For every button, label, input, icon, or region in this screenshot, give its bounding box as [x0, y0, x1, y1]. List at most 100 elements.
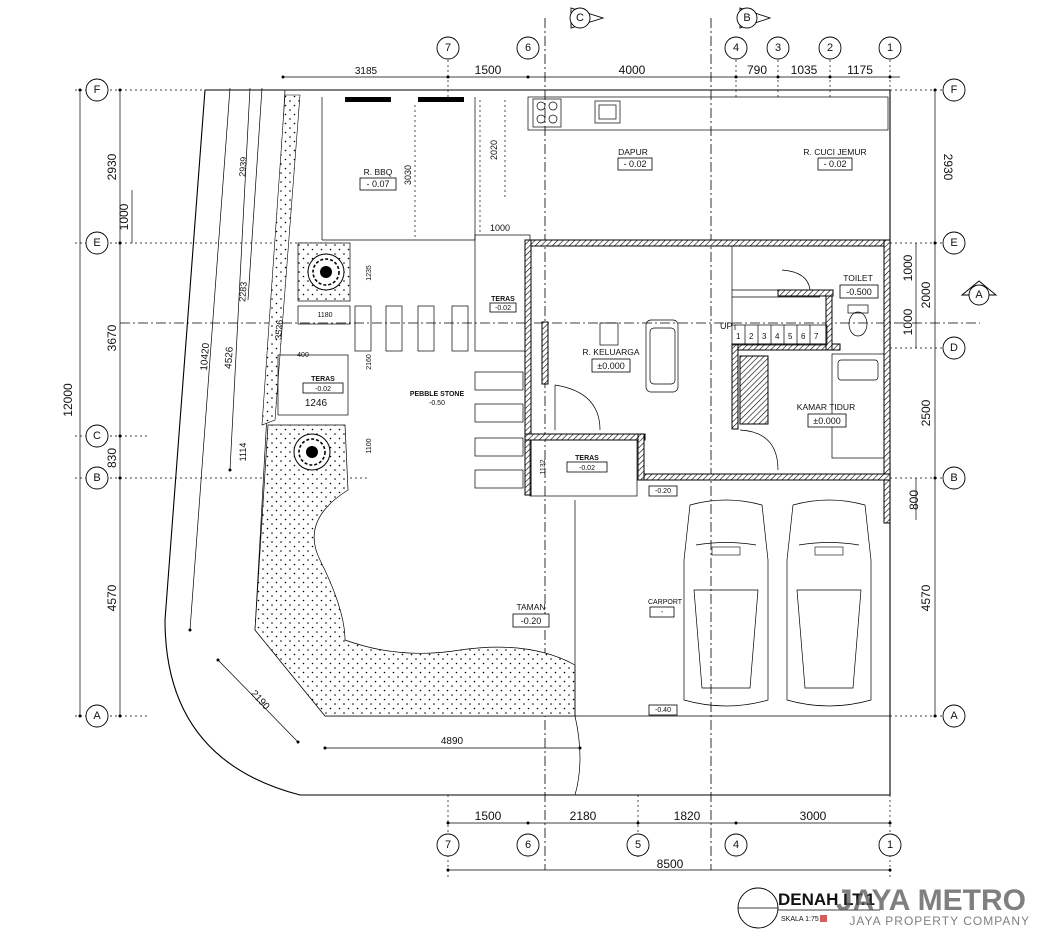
svg-text:1100: 1100	[366, 438, 373, 453]
car-icon	[786, 499, 872, 707]
dim-right-5: 2500	[919, 399, 933, 426]
dim-right-2: 1000	[901, 254, 915, 281]
watermark-logo: JAYA METRO JAYA PROPERTY COMPANY	[820, 884, 1030, 928]
svg-text:-0.02: -0.02	[315, 386, 331, 393]
svg-text:1114: 1114	[238, 443, 248, 462]
svg-text:2190: 2190	[248, 688, 271, 712]
svg-text:A: A	[93, 710, 101, 722]
room-pebble-stone: PEBBLE STONE -0.50	[410, 391, 465, 407]
dimensions-left: 12000 2930 3670 830 4570 1000	[61, 153, 131, 611]
dim-top-4: 790	[747, 63, 767, 77]
svg-text:5: 5	[635, 839, 641, 851]
teras-platforms	[277, 354, 638, 497]
svg-text:UP: UP	[720, 321, 733, 331]
grid-bubbles-bottom: 7 6 5 4 1	[436, 833, 902, 857]
svg-text:7: 7	[445, 42, 451, 54]
svg-text:4: 4	[733, 42, 739, 54]
svg-text:TAMAN: TAMAN	[516, 602, 545, 612]
svg-text:1180: 1180	[317, 312, 332, 319]
room-cuci-jemur: R. CUCI JEMUR - 0.02	[803, 147, 867, 171]
stair-labels: UP 1 2 3 4 5 6 7	[720, 321, 819, 341]
dimension-ticks	[78, 75, 937, 872]
dim-left-total: 12000	[61, 383, 75, 417]
dim-top-5: 1035	[791, 63, 818, 77]
staircase	[731, 246, 828, 346]
dim-left-3: 830	[105, 448, 119, 468]
dimensions-top: 3185 1500 4000 790 1035 1175	[355, 63, 873, 77]
room-dapur: DAPUR - 0.02	[617, 147, 653, 171]
svg-text:D: D	[950, 342, 958, 354]
svg-text:-: -	[661, 609, 664, 616]
svg-text:CARPORT: CARPORT	[648, 599, 683, 606]
svg-text:7: 7	[445, 839, 451, 851]
svg-text:3030: 3030	[403, 165, 413, 185]
svg-text:2160: 2160	[366, 354, 373, 370]
dim-top-6: 1175	[847, 63, 873, 77]
svg-text:±0.000: ±0.000	[813, 416, 840, 426]
svg-text:A: A	[975, 289, 983, 301]
drawing-scale: SKALA 1:75	[781, 916, 819, 923]
svg-text:C: C	[93, 430, 101, 442]
svg-text:A: A	[950, 710, 958, 722]
room-toilet: TOILET -0.500	[839, 273, 879, 299]
room-kamar-tidur: KAMAR TIDUR ±0.000	[797, 402, 855, 428]
svg-text:DAPUR: DAPUR	[618, 147, 648, 157]
sofa	[645, 319, 679, 393]
bed	[831, 353, 885, 459]
section-marker-b: B	[736, 7, 772, 29]
svg-text:1246: 1246	[305, 398, 328, 409]
dim-left-small: 1000	[117, 203, 131, 230]
car-icon	[683, 499, 769, 707]
svg-text:C: C	[576, 12, 584, 24]
svg-text:-0.02: -0.02	[579, 465, 595, 472]
svg-text:F: F	[94, 84, 101, 96]
svg-text:TERAS: TERAS	[575, 455, 599, 462]
svg-text:1132: 1132	[540, 459, 547, 474]
room-labels: R. BBQ - 0.07 DAPUR - 0.02 R. CUCI JEMUR…	[302, 147, 879, 716]
svg-text:F: F	[951, 84, 958, 96]
svg-text:5: 5	[788, 332, 793, 341]
drawing-title: DENAH LT.1	[778, 890, 875, 909]
svg-text:2939: 2939	[237, 156, 248, 177]
svg-text:B: B	[743, 12, 750, 24]
room-keluarga: R. KELUARGA ±0.000	[582, 347, 640, 373]
svg-text:4526: 4526	[223, 346, 236, 369]
stepping-stones	[297, 234, 531, 489]
dim-bottom-total: 8500	[657, 857, 684, 871]
dim-left-2: 3670	[105, 324, 119, 351]
svg-text:7: 7	[814, 332, 819, 341]
dim-bottom-4: 3000	[800, 809, 827, 823]
room-teras-left: TERAS -0.02	[302, 376, 344, 394]
svg-text:±0.000: ±0.000	[597, 361, 624, 371]
svg-text:R. KELUARGA: R. KELUARGA	[582, 347, 639, 357]
grid-bubbles-right: F E D B A	[942, 78, 966, 728]
svg-text:10420: 10420	[199, 342, 212, 371]
dim-right-3: 1000	[901, 308, 915, 335]
svg-text:TOILET: TOILET	[843, 273, 873, 283]
svg-text:-0.20: -0.20	[655, 488, 671, 495]
dim-top-3: 4000	[619, 63, 646, 77]
svg-text:2: 2	[827, 42, 833, 54]
tree-icon	[293, 433, 331, 471]
svg-text:1235: 1235	[366, 265, 373, 281]
dimensions-right: 2930 1000 1000 2000 2500 800 4570	[901, 154, 955, 612]
svg-text:KAMAR TIDUR: KAMAR TIDUR	[797, 402, 855, 412]
svg-text:2283: 2283	[237, 281, 248, 302]
svg-text:-0.500: -0.500	[846, 287, 872, 297]
dim-bottom-1: 1500	[475, 809, 502, 823]
svg-text:6: 6	[525, 839, 531, 851]
svg-text:1: 1	[887, 42, 893, 54]
section-marker-c: C	[569, 7, 605, 29]
svg-text:JAYA PROPERTY COMPANY: JAYA PROPERTY COMPANY	[849, 914, 1030, 928]
room-taman: TAMAN -0.20	[512, 602, 550, 628]
section-marker-a: A	[960, 280, 998, 306]
svg-text:-0.02: -0.02	[495, 305, 511, 312]
room-carport: CARPORT -	[648, 599, 683, 618]
svg-text:400: 400	[297, 352, 309, 359]
svg-text:PEBBLE STONE: PEBBLE STONE	[410, 391, 465, 398]
svg-text:TERAS: TERAS	[311, 376, 335, 383]
svg-text:- 0.02: - 0.02	[623, 159, 646, 169]
door-swing	[554, 269, 811, 471]
bbq-area	[321, 97, 506, 241]
